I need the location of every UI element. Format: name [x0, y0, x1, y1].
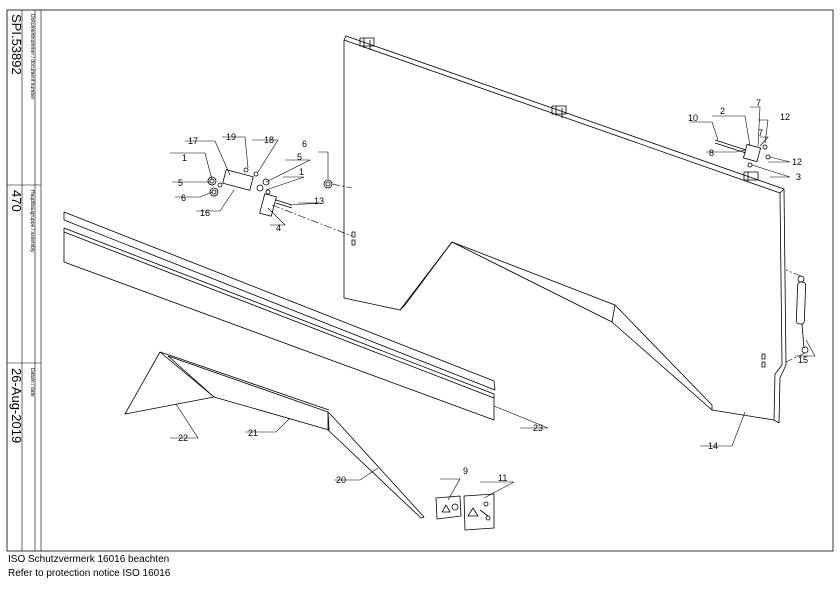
- callout-17: 17: [188, 136, 198, 146]
- callout-14: 14: [708, 441, 718, 451]
- callout-9: 9: [463, 466, 468, 476]
- hinge-right: [743, 171, 759, 182]
- protection-notice-en: Refer to protection notice ISO 16016: [8, 568, 171, 579]
- sheet-border: [6, 9, 834, 552]
- main-panel: [343, 35, 787, 424]
- callout-21: 21: [248, 428, 258, 438]
- callout-16: 16: [200, 208, 210, 218]
- callout-20: 20: [336, 475, 346, 485]
- left-hinge-cluster: [207, 167, 333, 217]
- hinge-middle: [551, 105, 567, 118]
- callout-1a: 1: [182, 153, 187, 163]
- callout-12b: 12: [792, 157, 802, 167]
- callout-6a: 6: [181, 193, 186, 203]
- callout-23: 23: [533, 423, 543, 433]
- callout-6b: 6: [302, 139, 307, 149]
- warning-label-11: [463, 493, 495, 531]
- slot: [351, 239, 356, 246]
- triangle-22: [124, 351, 215, 415]
- callout-5a: 5: [178, 178, 183, 188]
- callout-7b: 7: [758, 128, 763, 138]
- gas-strut: [795, 275, 809, 354]
- callout-8: 8: [709, 148, 714, 158]
- callout-10: 10: [688, 113, 698, 123]
- callout-4: 4: [276, 223, 281, 233]
- callout-2: 2: [720, 106, 725, 116]
- hinge-left: [359, 37, 375, 50]
- warning-label-9: [435, 495, 462, 520]
- callout-15: 15: [798, 355, 808, 365]
- callout-1b: 1: [299, 167, 304, 177]
- slot: [351, 231, 356, 238]
- callout-19: 19: [226, 132, 236, 142]
- callout-11: 11: [498, 473, 507, 483]
- slot: [761, 353, 766, 360]
- callout-7a: 7: [756, 98, 761, 108]
- callout-22: 22: [178, 433, 188, 443]
- slot: [761, 361, 766, 368]
- callout-18: 18: [264, 135, 274, 145]
- side-panel-21: [167, 355, 330, 431]
- callout-12a: 12: [780, 112, 790, 122]
- callout-3: 3: [796, 172, 801, 182]
- strip-23: [63, 211, 496, 421]
- strip-20: [327, 411, 425, 519]
- callout-5b: 5: [297, 152, 302, 162]
- protection-notice-de: ISO Schutzvermerk 16016 beachten: [8, 554, 170, 565]
- callout-labels: 1 1 2 3 4 5 5 6 6 7 7 8 9 10 11 12 12 13…: [178, 98, 808, 485]
- callout-13: 13: [314, 196, 324, 206]
